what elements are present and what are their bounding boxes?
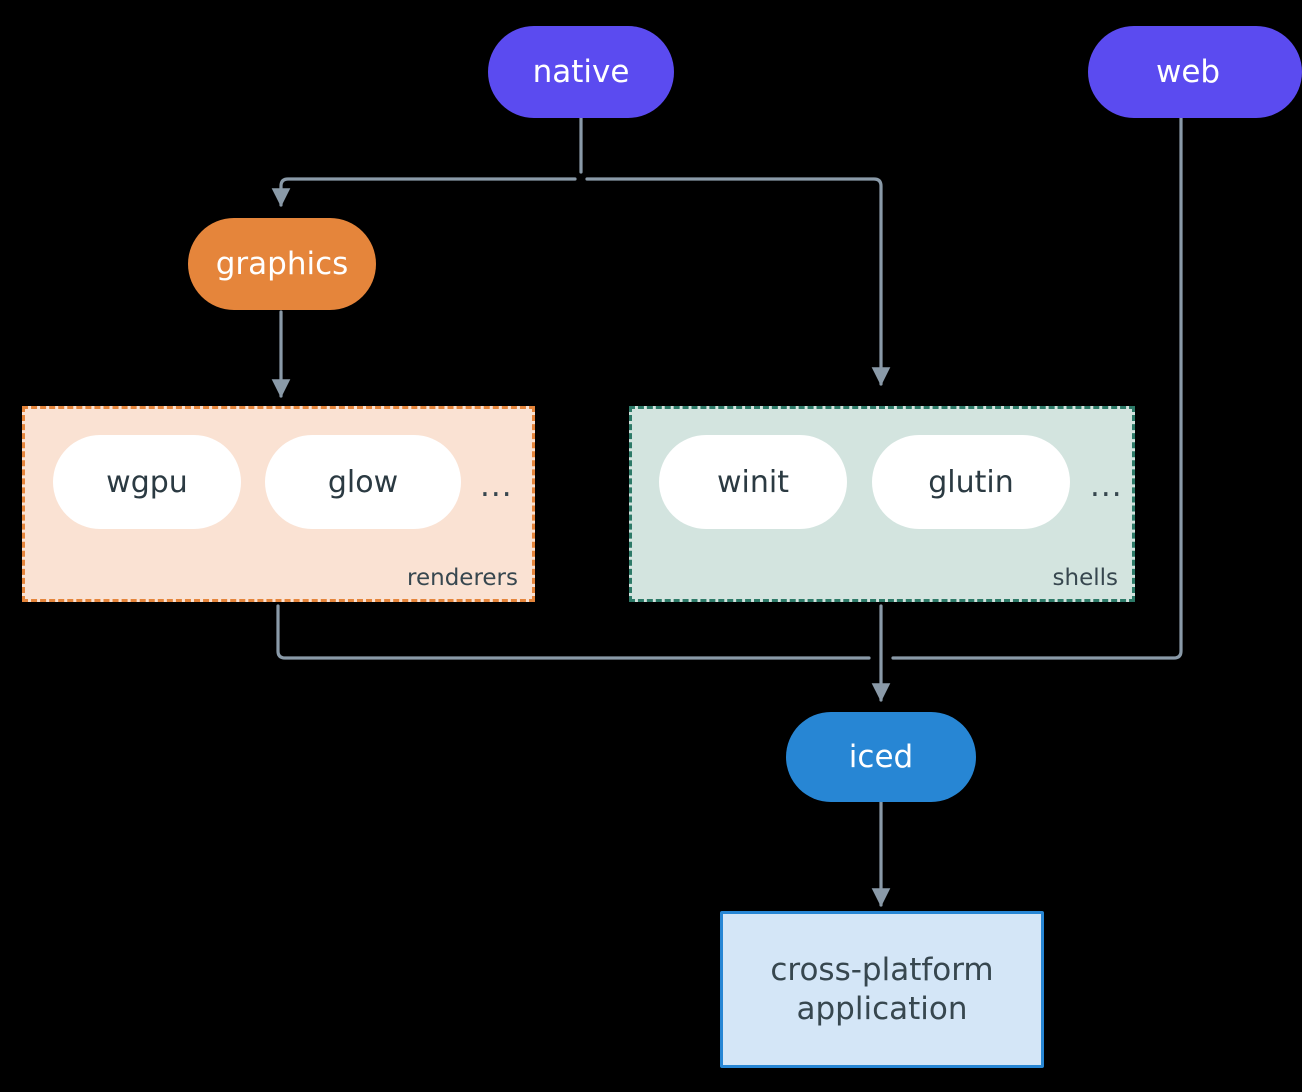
edge-native-split-left xyxy=(271,177,577,207)
edge-web-to-iced xyxy=(891,114,1183,660)
node-application[interactable]: cross-platform application xyxy=(720,911,1044,1068)
node-iced[interactable]: iced xyxy=(786,712,976,802)
renderers-overflow-ellipsis: ... xyxy=(480,468,513,504)
node-application-label-line-1: cross-platform xyxy=(770,951,994,988)
edge-native-split-right xyxy=(585,177,891,386)
node-native[interactable]: native xyxy=(488,26,674,118)
chip-glutin-label: glutin xyxy=(928,464,1014,500)
node-graphics-label: graphics xyxy=(215,245,349,282)
chip-winit[interactable]: winit xyxy=(659,435,847,529)
chip-glow-label: glow xyxy=(327,464,399,500)
node-native-label: native xyxy=(532,53,630,90)
group-renderers: wgpu glow ... renderers xyxy=(22,406,535,602)
node-web-label: web xyxy=(1156,53,1221,90)
group-shells-label: shells xyxy=(1052,565,1118,591)
node-web[interactable]: web xyxy=(1088,26,1302,118)
chip-winit-label: winit xyxy=(717,464,789,500)
chip-wgpu-label: wgpu xyxy=(106,464,188,500)
chip-glow[interactable]: glow xyxy=(265,435,461,529)
shells-overflow-ellipsis: ... xyxy=(1090,468,1123,504)
edge-renderers-to-iced xyxy=(276,604,871,660)
node-application-label-line-2: application xyxy=(796,990,968,1027)
group-renderers-label: renderers xyxy=(407,565,518,591)
node-graphics[interactable]: graphics xyxy=(188,218,376,310)
chip-glutin[interactable]: glutin xyxy=(872,435,1070,529)
group-shells: winit glutin ... shells xyxy=(629,406,1135,602)
chip-wgpu[interactable]: wgpu xyxy=(53,435,241,529)
node-iced-label: iced xyxy=(848,738,914,775)
